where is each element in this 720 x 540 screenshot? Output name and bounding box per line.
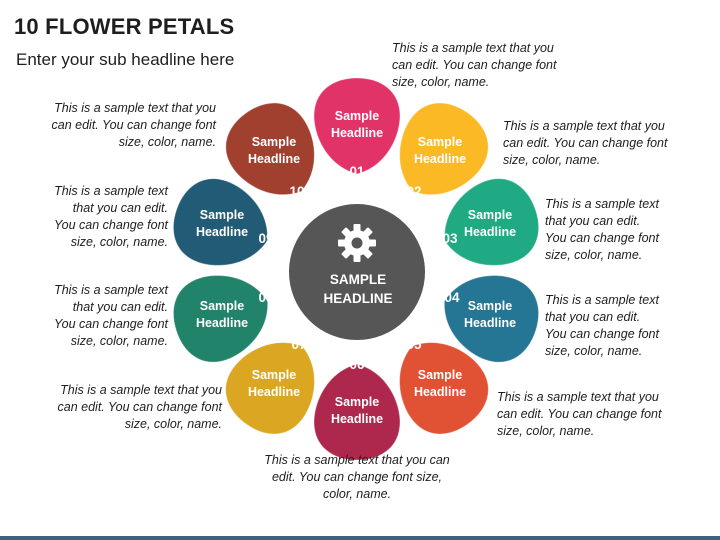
petal-description-08: This is a sample text that you can edit.…: [54, 283, 168, 348]
center-headline: SAMPLE HEADLINE: [323, 272, 393, 306]
petal-headline-10: Sample Headline: [247, 135, 301, 166]
petal-headline-01: Sample Headline: [330, 109, 384, 140]
petal-08: [173, 275, 269, 363]
petal-number-09: 09: [258, 231, 274, 246]
petal-headline-07: Sample Headline: [247, 368, 301, 399]
petal-02: [399, 102, 489, 196]
petals: [173, 77, 539, 461]
petal-headline-06: Sample Headline: [330, 395, 384, 426]
petal-description-06: This is a sample text that you can edit.…: [264, 453, 450, 501]
petal-10: [225, 102, 315, 196]
petal-number-04: 04: [444, 290, 460, 305]
petal-headline-08: Sample Headline: [195, 299, 249, 330]
petal-01: [313, 77, 401, 175]
petal-number-06: 06: [349, 357, 365, 372]
bottom-accent-bar: [0, 536, 720, 540]
petal-09: [173, 178, 268, 266]
petal-description-01: This is a sample text that you can edit.…: [392, 41, 557, 89]
petal-headline-05: Sample Headline: [413, 368, 467, 399]
petal-number-07: 07: [291, 337, 307, 352]
petal-description-04: This is a sample text that you can edit.…: [545, 293, 659, 358]
petal-number-10: 10: [289, 184, 305, 199]
petal-number-01: 01: [349, 164, 365, 179]
petal-number-05: 05: [406, 337, 422, 352]
gear-icon: [338, 224, 376, 262]
petal-06: [313, 363, 401, 461]
page-subtitle: Enter your sub headline here: [16, 50, 235, 69]
petal-05: [399, 342, 489, 435]
petal-headline-09: Sample Headline: [195, 208, 249, 239]
petal-description-03: This is a sample text that you can edit.…: [545, 197, 659, 262]
petal-03: [444, 178, 539, 266]
petal-headline-04: Sample Headline: [463, 299, 517, 330]
center-circle: [287, 202, 427, 342]
petal-04: [443, 275, 539, 363]
petal-number-08: 08: [258, 290, 274, 305]
petal-number-02: 02: [406, 184, 422, 199]
petal-headline-02: Sample Headline: [413, 135, 467, 166]
petal-07: [225, 342, 315, 435]
petal-description-10: This is a sample text that you can edit.…: [51, 101, 216, 149]
petal-description-09: This is a sample text that you can edit.…: [54, 184, 168, 249]
petal-headline-03: Sample Headline: [463, 208, 517, 239]
petal-description-07: This is a sample text that you can edit.…: [57, 383, 222, 431]
page-title: 10 FLOWER PETALS: [14, 14, 235, 39]
petal-description-02: This is a sample text that you can edit.…: [503, 119, 668, 167]
petal-number-03: 03: [442, 231, 458, 246]
petal-description-05: This is a sample text that you can edit.…: [497, 390, 662, 438]
